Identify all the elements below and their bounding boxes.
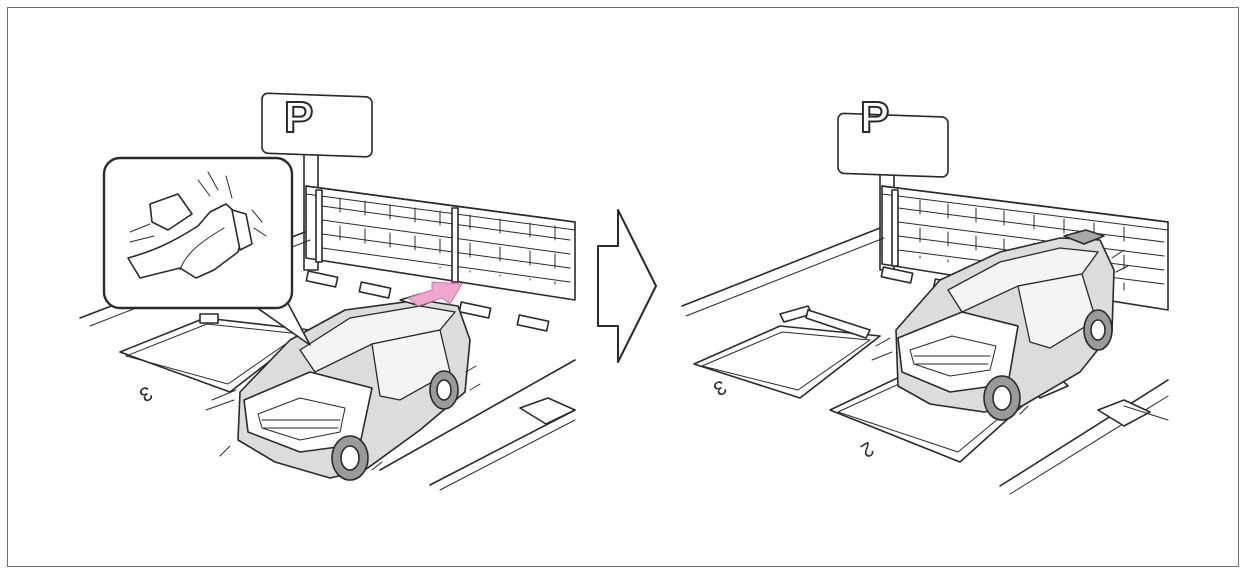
right-arrow-icon [597,209,657,363]
bay-number-right-2: 2 [857,437,878,462]
right-scene: P 3 2 [681,92,1169,495]
sign-letter-right: P [860,93,889,142]
left-scene: P 3 [79,92,576,491]
brick-wall-left [305,185,576,301]
inset-pedal-callout [102,156,311,346]
forward-motion-arrow [406,281,463,307]
suv-left [205,281,481,481]
bay-number-left-3: 3 [135,381,156,406]
sign-letter-left: P [284,93,313,142]
suv-right [871,229,1129,421]
bay-number-right-3: 3 [709,375,730,400]
